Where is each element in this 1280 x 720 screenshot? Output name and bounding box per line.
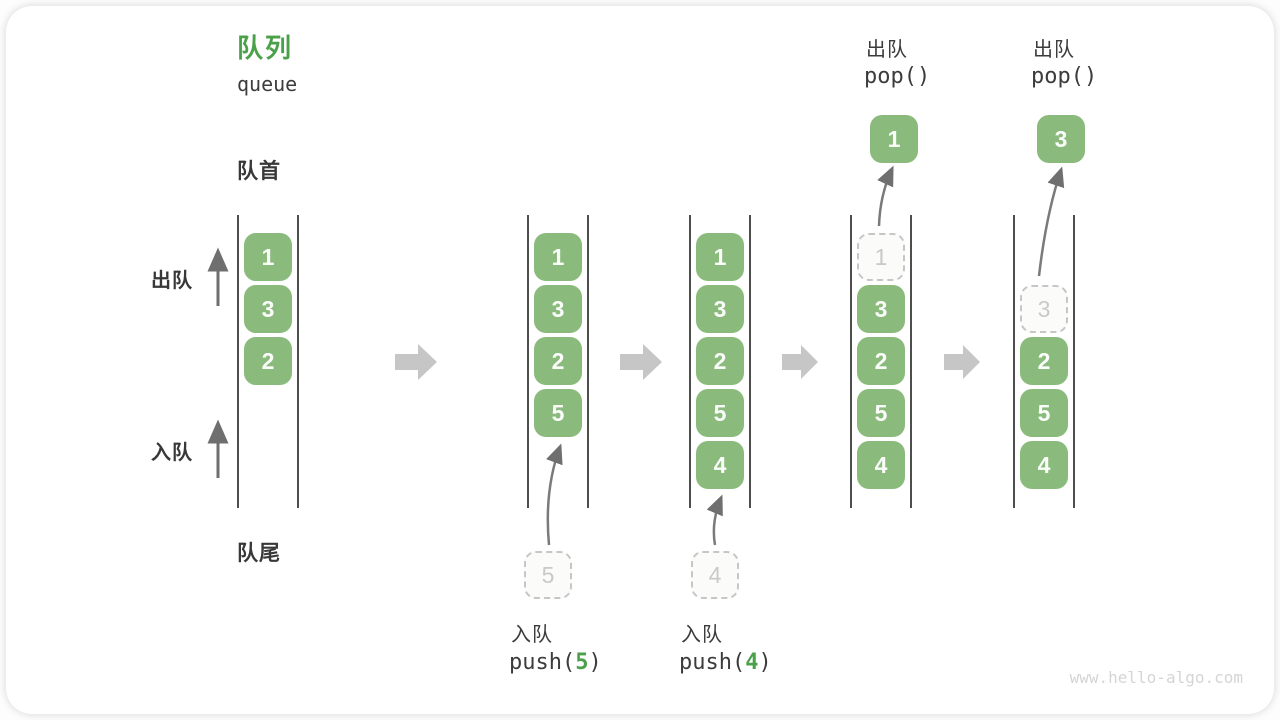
queue-rails-5 [1013, 215, 1075, 508]
pop-code: pop() [1031, 64, 1098, 89]
popped-slot-ghost: 3 [1020, 285, 1068, 333]
queue-item: 4 [1020, 441, 1068, 489]
queue-item: 3 [696, 285, 744, 333]
queue-rails-4 [850, 215, 912, 508]
push-code-prefix: push( [679, 650, 746, 675]
popped-item: 3 [1037, 115, 1085, 163]
push-code-arg: 5 [575, 650, 589, 675]
pending-item-ghost: 4 [691, 551, 739, 599]
popped-slot-ghost: 1 [857, 233, 905, 281]
pop-code: pop() [864, 64, 931, 89]
title-en: queue [237, 72, 298, 96]
queue-item: 4 [696, 441, 744, 489]
queue-item: 1 [534, 233, 582, 281]
push-label-zh: 入队 [511, 624, 553, 646]
label-queue-front: 队首 [237, 160, 281, 183]
title-zh: 队列 [237, 33, 294, 63]
diagram-card [6, 6, 1274, 714]
label-enqueue-direction: 入队 [151, 442, 193, 464]
pop-label-zh: 出队 [1033, 39, 1075, 61]
queue-item: 4 [857, 441, 905, 489]
push-code-suffix: ) [588, 650, 602, 675]
queue-rails-1 [237, 215, 299, 508]
queue-item: 2 [534, 337, 582, 385]
push-code-prefix: push( [509, 650, 576, 675]
queue-item: 3 [857, 285, 905, 333]
label-queue-rear: 队尾 [237, 542, 281, 565]
queue-item: 5 [534, 389, 582, 437]
label-dequeue-direction: 出队 [151, 270, 193, 292]
queue-item: 5 [857, 389, 905, 437]
push-code: push(5) [509, 650, 602, 675]
queue-item: 3 [534, 285, 582, 333]
push-code: push(4) [679, 650, 772, 675]
queue-item: 5 [1020, 389, 1068, 437]
queue-rails-2 [527, 215, 589, 508]
queue-item: 1 [244, 233, 292, 281]
queue-item: 2 [857, 337, 905, 385]
queue-item: 1 [696, 233, 744, 281]
queue-rails-3 [689, 215, 751, 508]
push-label-zh: 入队 [681, 624, 723, 646]
queue-item: 2 [1020, 337, 1068, 385]
queue-item: 2 [244, 337, 292, 385]
push-code-arg: 4 [745, 650, 759, 675]
queue-item: 3 [244, 285, 292, 333]
popped-item: 1 [870, 115, 918, 163]
queue-item: 5 [696, 389, 744, 437]
queue-item: 2 [696, 337, 744, 385]
push-code-suffix: ) [758, 650, 772, 675]
pop-label-zh: 出队 [866, 39, 908, 61]
watermark: www.hello-algo.com [1069, 668, 1243, 687]
pending-item-ghost: 5 [524, 551, 572, 599]
